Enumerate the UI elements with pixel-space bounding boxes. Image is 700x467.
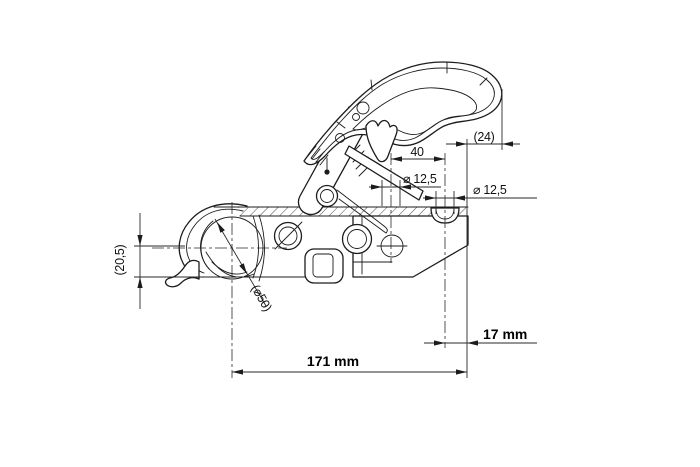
coupling-body xyxy=(273,221,373,284)
r-clip-spring xyxy=(315,184,388,234)
dim-left-hole-diameter: ⌀ 12,5 xyxy=(369,172,441,190)
dim-label-d125-left: ⌀ 12,5 xyxy=(403,172,437,186)
lever-pin-hole xyxy=(335,133,345,143)
mounting-bracket xyxy=(352,215,469,278)
dim-label-d125-right: ⌀ 12,5 xyxy=(473,183,507,197)
dim-rear-edge-offset: 17 mm xyxy=(424,326,537,346)
body-housing xyxy=(304,248,344,284)
dim-label-171mm: 171 mm xyxy=(307,353,359,369)
socket-lip xyxy=(164,259,200,288)
dim-ball-center-height: (20,5) xyxy=(113,213,143,309)
lever-hole xyxy=(356,101,370,115)
dim-handle-overhang: (24) xyxy=(446,130,520,147)
dim-label-17mm: 17 mm xyxy=(483,326,527,342)
pivot-boss xyxy=(341,223,373,255)
dim-ball-diameter: (⌀50) xyxy=(214,218,275,314)
dim-label-24: (24) xyxy=(473,130,494,144)
dim-label-d50: (⌀50) xyxy=(248,282,274,314)
mounting-plate-section xyxy=(213,206,469,217)
dim-overall-length: 171 mm xyxy=(232,353,467,375)
latch-claw xyxy=(365,119,398,163)
dim-label-40: 40 xyxy=(410,145,424,159)
dim-hole-spacing: 40 xyxy=(391,145,445,162)
spring-anchor-pin xyxy=(324,169,330,175)
dim-right-hole-diameter: ⌀ 12,5 xyxy=(423,183,537,201)
handle-arm-hatch xyxy=(307,145,329,166)
dim-label-205: (20,5) xyxy=(113,244,127,275)
lever-slot xyxy=(352,113,360,121)
center-lines xyxy=(152,153,446,378)
dimension-lines: (24) 40 ⌀ 12,5 ⌀ 12,5 (20,5) xyxy=(113,89,537,378)
